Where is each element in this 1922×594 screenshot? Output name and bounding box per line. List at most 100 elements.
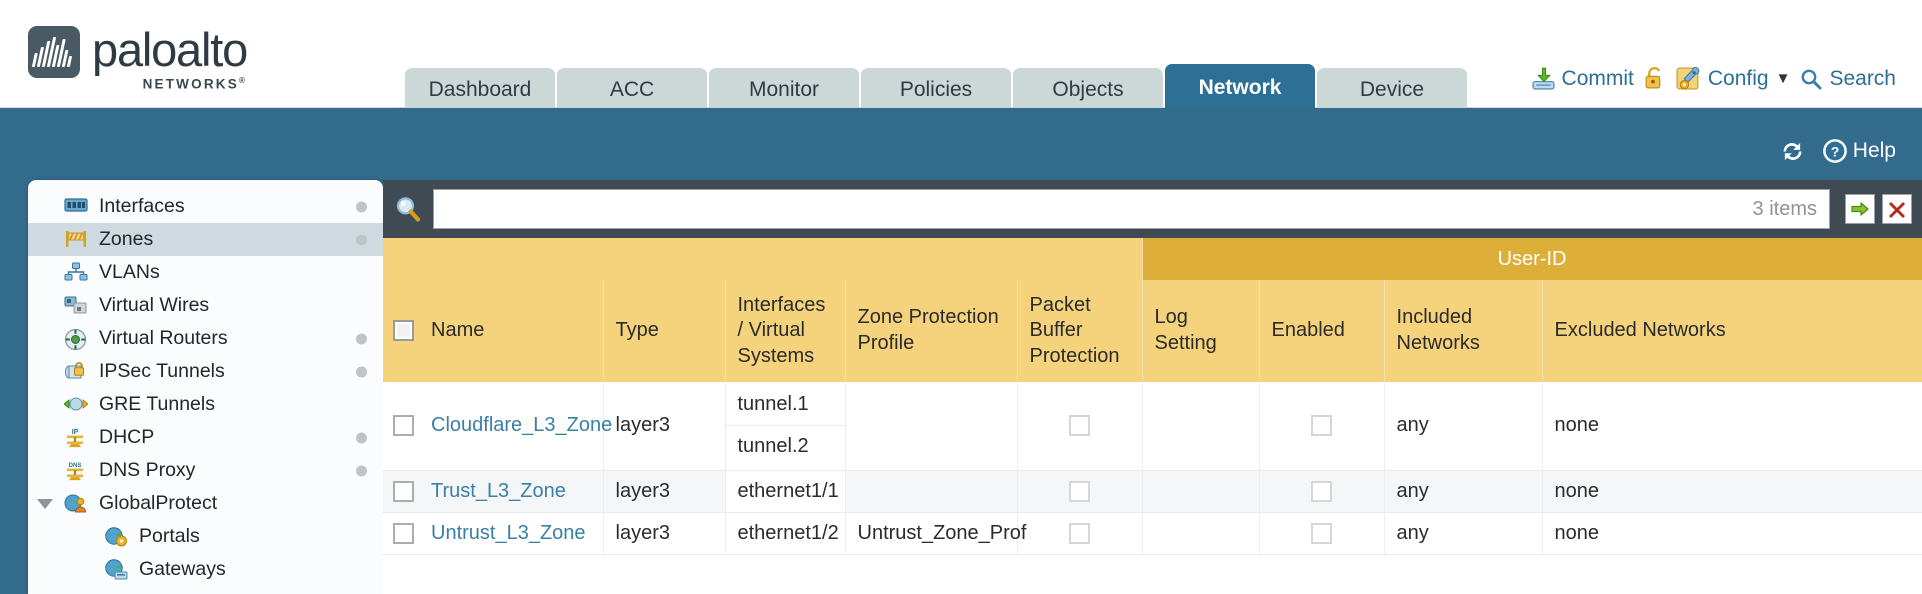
search-toolbar: 3 items <box>383 180 1922 238</box>
packet-buffer-protection-checkbox[interactable] <box>1069 415 1091 437</box>
column-header-log-setting[interactable]: Log Setting <box>1142 280 1260 382</box>
sidebar-item-label: VLANs <box>99 261 160 283</box>
sidebar-item-gre-tunnels[interactable]: GRE Tunnels <box>28 388 383 421</box>
sidebar-item-dns-proxy[interactable]: DNS DNS Proxy <box>28 454 383 487</box>
packet-buffer-protection-checkbox[interactable] <box>1069 480 1091 502</box>
refresh-button[interactable] <box>1779 139 1806 164</box>
search-field-wrapper[interactable]: 3 items <box>433 189 1830 229</box>
sidebar-item-gateways[interactable]: Gateways <box>28 553 383 586</box>
packet-buffer-protection-checkbox[interactable] <box>1069 522 1091 544</box>
nav-tab-acc[interactable]: ACC <box>557 68 707 112</box>
sidebar-item-virtual-routers[interactable]: Virtual Routers <box>28 322 383 355</box>
column-header-enabled[interactable]: Enabled <box>1259 280 1385 382</box>
sidebar-item-ipsec-tunnels[interactable]: IPSec Tunnels <box>28 355 383 388</box>
cell-included-networks: any <box>1384 382 1543 471</box>
sidebar-item-globalprotect[interactable]: GlobalProtect <box>28 487 383 520</box>
search-label: Search <box>1829 66 1896 90</box>
cell-excluded-networks: none <box>1542 382 1922 471</box>
interface-entry: tunnel.2 <box>737 435 809 458</box>
brand-tagline: NETWORKS® <box>142 76 248 92</box>
interface-entry: ethernet1/1 <box>737 479 839 502</box>
row-select-checkbox[interactable] <box>393 480 414 502</box>
sidebar-item-vlans[interactable]: VLANs <box>28 256 383 289</box>
globalprotect-icon <box>64 493 90 515</box>
nav-tab-monitor[interactable]: Monitor <box>709 68 859 112</box>
cell-name: Trust_L3_Zone <box>425 470 604 513</box>
sidebar-item-status-dot <box>356 465 367 476</box>
apply-filter-button[interactable] <box>1845 194 1875 224</box>
cell-userid-enabled <box>1259 512 1385 555</box>
cell-interfaces: ethernet1/2 <box>725 512 846 555</box>
sidebar-item-status-dot <box>356 432 367 443</box>
nav-tab-network[interactable]: Network <box>1165 64 1315 112</box>
column-header-excluded-networks[interactable]: Excluded Networks <box>1542 280 1922 382</box>
nav-tab-dashboard[interactable]: Dashboard <box>405 68 555 112</box>
interface-entry: tunnel.1 <box>725 384 845 427</box>
cell-log-setting <box>1142 470 1260 513</box>
help-icon: ? <box>1822 138 1848 164</box>
sidebar-item-label: Portals <box>139 525 200 547</box>
column-header-interfaces-virtual-systems[interactable]: Interfaces / Virtual Systems <box>725 280 846 382</box>
cell-packet-buffer-protection <box>1017 512 1143 555</box>
cell-type: layer3 <box>603 382 726 471</box>
table-row[interactable]: Untrust_L3_Zone layer3 ethernet1/2 Untrust_… <box>383 512 1922 555</box>
userid-enabled-checkbox[interactable] <box>1311 480 1333 502</box>
commit-button[interactable]: Commit <box>1531 66 1634 91</box>
nav-tab-policies[interactable]: Policies <box>861 68 1011 112</box>
sidebar-item-virtual-wires[interactable]: Virtual Wires <box>28 289 383 322</box>
config-label: Config <box>1707 66 1769 90</box>
sidebar-item-label: DNS Proxy <box>99 459 196 481</box>
userid-enabled-checkbox[interactable] <box>1311 415 1333 437</box>
nav-tab-objects[interactable]: Objects <box>1013 68 1163 112</box>
column-header-packet-buffer-protection[interactable]: Packet Buffer Protection <box>1017 280 1143 382</box>
items-count-label: 3 items <box>1752 197 1817 220</box>
column-header-zone-protection-profile[interactable]: Zone Protection Profile <box>845 280 1018 382</box>
sidebar-item-label: GRE Tunnels <box>99 393 215 415</box>
table-group-header-row: User-ID <box>383 238 1922 280</box>
sidebar-item-status-dot <box>356 234 367 245</box>
zones-content-panel: 3 items <box>383 180 1922 594</box>
sidebar-item-zones[interactable]: Zones <box>28 223 383 256</box>
brand-name: paloalto <box>92 23 248 76</box>
nav-tab-device[interactable]: Device <box>1317 68 1467 112</box>
help-button[interactable]: ? Help <box>1822 138 1896 164</box>
row-select-cell <box>383 470 425 513</box>
svg-text:DNS: DNS <box>69 463 82 469</box>
row-select-checkbox[interactable] <box>393 415 414 437</box>
sidebar-item-interfaces[interactable]: Interfaces <box>28 190 383 223</box>
row-select-checkbox[interactable] <box>393 522 414 544</box>
column-header-included-networks[interactable]: Included Networks <box>1384 280 1543 382</box>
vlans-icon <box>64 262 90 284</box>
interface-entry: ethernet1/2 <box>737 521 839 544</box>
group-header-spacer <box>383 238 1143 280</box>
search-magnifier-icon <box>1799 67 1823 91</box>
chevron-down-icon: ▼ <box>1775 70 1791 87</box>
search-button[interactable]: Search <box>1799 67 1896 91</box>
config-menu-button[interactable]: Config ▼ <box>1675 66 1791 91</box>
column-header-type[interactable]: Type <box>603 280 726 382</box>
expand-collapse-triangle-icon[interactable] <box>37 498 53 509</box>
filter-search-icon[interactable] <box>391 192 425 226</box>
sidebar-item-portals[interactable]: Portals <box>28 520 383 553</box>
interfaces-icon <box>64 196 90 218</box>
cell-zone-protection-profile: Untrust_Zone_Prof <box>845 512 1026 555</box>
clear-filter-button[interactable] <box>1882 194 1912 224</box>
userid-enabled-checkbox[interactable] <box>1311 522 1333 544</box>
sidebar-item-label: Gateways <box>139 558 226 580</box>
select-all-checkbox[interactable] <box>393 320 414 342</box>
config-lock-button[interactable] <box>1643 66 1666 91</box>
search-input[interactable] <box>434 191 1753 227</box>
commit-icon <box>1531 66 1556 91</box>
zone-name-link[interactable]: Cloudflare_L3_Zone <box>431 414 613 437</box>
column-header-name[interactable]: Name <box>425 280 604 382</box>
zone-name-link[interactable]: Untrust_L3_Zone <box>431 521 586 544</box>
cell-type: layer3 <box>603 512 726 555</box>
sidebar-item-label: GlobalProtect <box>99 492 218 514</box>
brand-logo[interactable]: paloalto NETWORKS® <box>28 23 248 92</box>
zone-name-link[interactable]: Trust_L3_Zone <box>431 479 566 502</box>
